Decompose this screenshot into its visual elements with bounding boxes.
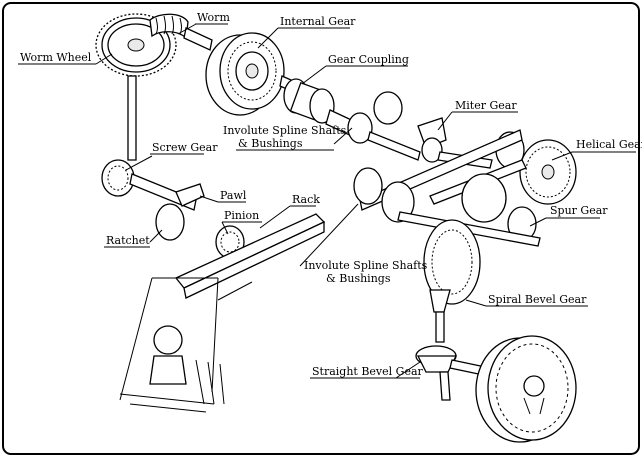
label-spline-shafts-mid: Involute Spline Shafts & Bushings	[304, 259, 428, 285]
label-internal-gear: Internal Gear	[278, 15, 356, 29]
label-spur-gear-text: Spur Gear	[550, 204, 608, 217]
gear-coupling-drawing	[283, 78, 335, 124]
label-rack-text: Rack	[292, 193, 320, 206]
label-spline-shafts-top-line2: & Bushings	[238, 137, 303, 150]
spur-gear-drawing	[353, 129, 541, 247]
label-straight-bevel-gear-text: Straight Bevel Gear	[312, 365, 424, 378]
label-gear-coupling: Gear Coupling	[326, 53, 409, 67]
label-gear-coupling-text: Gear Coupling	[328, 53, 409, 66]
label-pawl: Pawl	[218, 189, 247, 203]
label-internal-gear-text: Internal Gear	[280, 15, 356, 28]
label-ratchet: Ratchet	[104, 234, 150, 248]
label-miter-gear-text: Miter Gear	[455, 99, 517, 112]
labels: Worm Internal Gear Worm Wheel Gear Coupl…	[18, 11, 642, 379]
label-spline-shafts-top: Involute Spline Shafts & Bushings	[223, 124, 347, 151]
label-pinion-text: Pinion	[224, 209, 259, 222]
drum-wheel-drawing	[475, 335, 577, 443]
label-straight-bevel-gear: Straight Bevel Gear	[310, 365, 424, 379]
rack-drawing	[174, 213, 326, 299]
swing-drawing	[119, 277, 253, 413]
label-spline-shafts-top-line1: Involute Spline Shafts	[223, 124, 347, 137]
label-spline-shafts-mid-line1: Involute Spline Shafts	[304, 259, 428, 272]
label-spiral-bevel-gear-text: Spiral Bevel Gear	[488, 293, 587, 306]
label-spur-gear: Spur Gear	[546, 204, 608, 219]
label-ratchet-text: Ratchet	[106, 234, 150, 247]
label-spline-shafts-mid-line2: & Bushings	[326, 272, 391, 285]
label-helical-gear: Helical Gear	[572, 138, 642, 153]
worm-drawing	[149, 13, 189, 40]
leader-lines	[95, 23, 573, 379]
label-screw-gear-text: Screw Gear	[152, 141, 218, 154]
internal-gear-drawing	[205, 32, 285, 116]
label-spiral-bevel-gear: Spiral Bevel Gear	[486, 293, 588, 307]
spline-shaft-top-drawing	[325, 91, 421, 161]
label-rack: Rack	[290, 193, 320, 207]
label-worm-wheel: Worm Wheel	[18, 51, 96, 65]
label-pinion: Pinion	[222, 209, 262, 223]
pawl-drawing	[175, 183, 205, 207]
label-pawl-text: Pawl	[220, 189, 247, 202]
label-worm-text: Worm	[197, 11, 230, 24]
label-screw-gear: Screw Gear	[150, 141, 218, 155]
spiral-bevel-gear-drawing	[423, 219, 481, 313]
drive-train-illustration	[95, 13, 577, 443]
ratchet-drawing	[155, 203, 185, 241]
label-miter-gear: Miter Gear	[452, 99, 518, 113]
label-helical-gear-text: Helical Gear	[576, 138, 642, 151]
label-worm-wheel-text: Worm Wheel	[20, 51, 92, 64]
label-worm: Worm	[195, 11, 230, 25]
